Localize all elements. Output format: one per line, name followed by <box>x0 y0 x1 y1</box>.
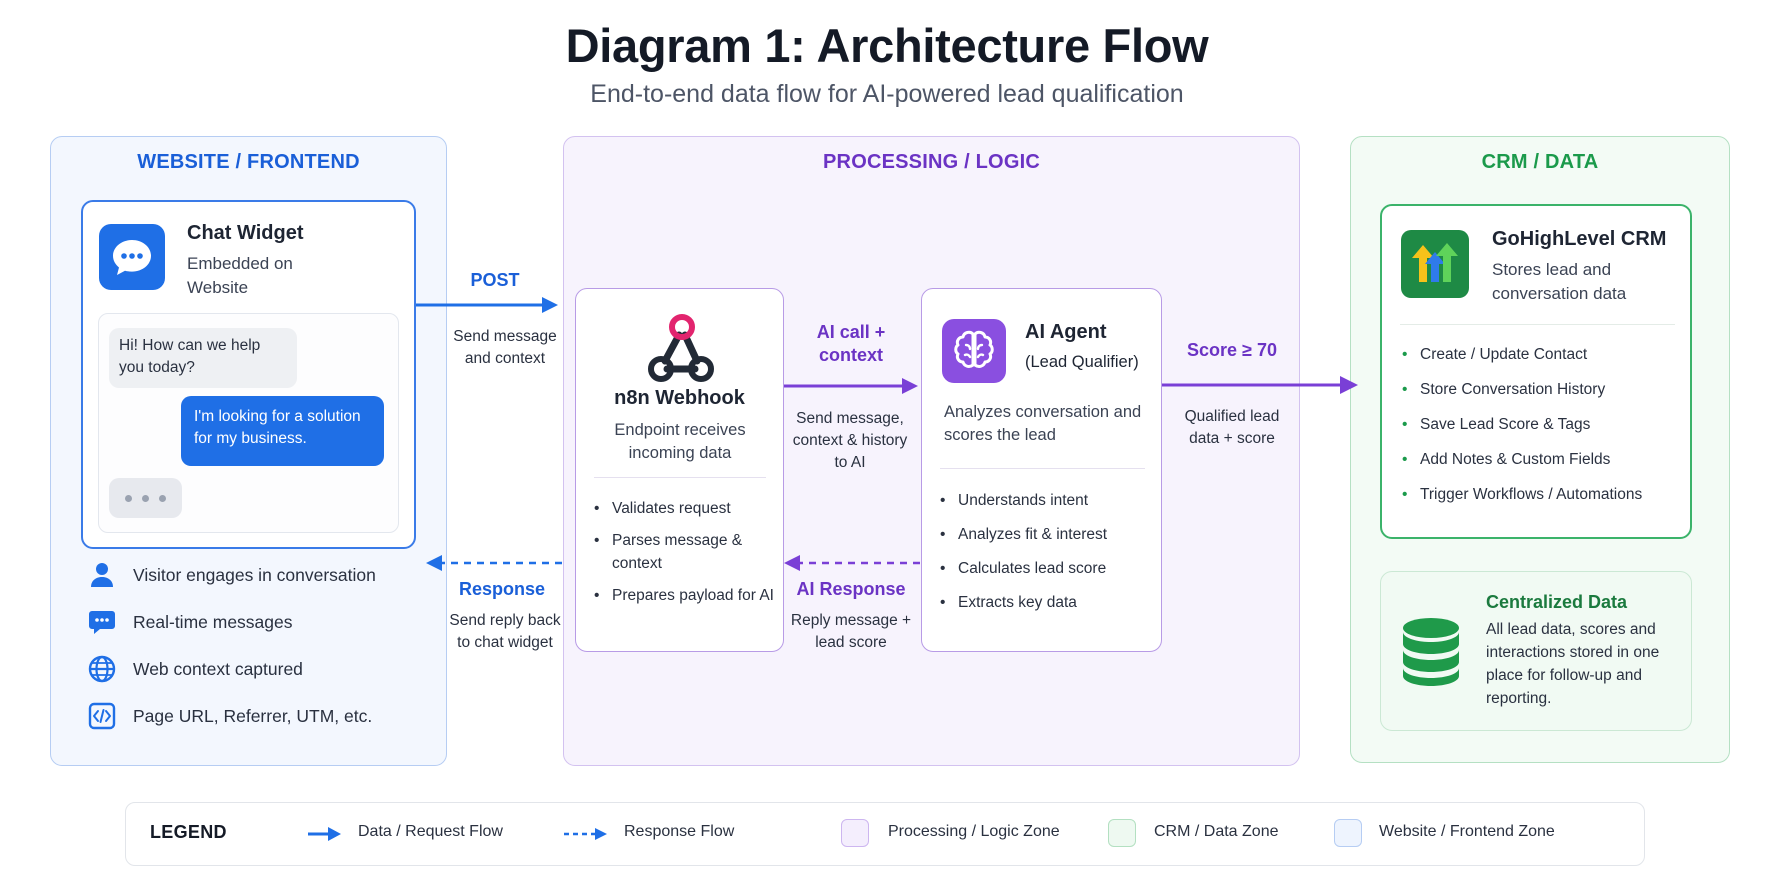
globe-icon <box>87 654 117 684</box>
incoming-message-bubble: Hi! How can we help you today? <box>109 328 297 388</box>
webhook-subtitle: Endpoint receives incoming data <box>614 421 746 462</box>
list-item: Create / Update Contact <box>1400 344 1685 366</box>
divider <box>594 477 766 478</box>
legend-solid-arrow-icon <box>308 827 341 841</box>
response-label: Response <box>458 579 546 599</box>
list-item: Understands intent <box>938 489 1153 512</box>
centralized-data-card: Centralized Data All lead data, scores a… <box>1380 571 1692 731</box>
brain-icon <box>942 319 1006 383</box>
legend-processing-swatch <box>841 819 869 847</box>
list-item: Validates request <box>592 497 778 520</box>
chat-bubble-icon <box>99 224 165 290</box>
outgoing-message-bubble: I'm looking for a solution for my busine… <box>181 396 384 466</box>
user-icon <box>87 560 117 590</box>
centralized-data-description: All lead data, scores and interactions s… <box>1486 621 1660 707</box>
crm-title: GoHighLevel CRM <box>1492 228 1667 250</box>
centralized-data-title: Centralized Data <box>1486 592 1628 612</box>
list-item: Add Notes & Custom Fields <box>1400 449 1685 471</box>
list-item: Analyzes fit & interest <box>938 523 1153 546</box>
ai-agent-description: Analyzes conversation and scores the lea… <box>944 403 1142 444</box>
ai-call-note: Send message, context & history to AI <box>792 410 908 471</box>
legend-title: LEGEND <box>150 822 227 842</box>
gohighlevel-crm-card: GoHighLevel CRM Stores lead and conversa… <box>1380 204 1692 539</box>
legend-frontend-swatch <box>1334 819 1362 847</box>
ai-agent-title: AI Agent <box>1025 321 1107 343</box>
chat-widget-card: Chat Widget Embedded on Website Hi! How … <box>81 200 416 549</box>
feature-label: Page URL, Referrer, UTM, etc. <box>133 705 373 726</box>
legend-crm-zone: CRM / Data Zone <box>1154 823 1279 840</box>
zone-title-processing: PROCESSING / LOGIC <box>823 151 1040 173</box>
score-label: Score ≥ 70 <box>1187 340 1277 360</box>
legend-request-flow: Data / Request Flow <box>358 823 503 840</box>
score-note: Qualified lead data + score <box>1184 408 1280 447</box>
zone-title-crm: CRM / DATA <box>1481 151 1599 173</box>
chat-window: Hi! How can we help you today? I'm looki… <box>98 313 399 533</box>
zone-title-frontend: WEBSITE / FRONTEND <box>137 151 360 173</box>
legend-dashed-arrow-icon <box>564 828 607 840</box>
divider <box>1400 324 1675 325</box>
diagram-subtitle: End-to-end data flow for AI-powered lead… <box>590 80 1184 108</box>
code-icon <box>87 701 117 731</box>
feature-page-url: Page URL, Referrer, UTM, etc. <box>87 701 372 731</box>
ai-agent-steps-list: Understands intent Analyzes fit & intere… <box>938 489 1153 625</box>
list-item: Parses message & context <box>592 529 778 575</box>
legend-response-flow: Response Flow <box>624 823 735 840</box>
divider <box>940 468 1145 469</box>
legend-frontend-zone: Website / Frontend Zone <box>1379 823 1555 840</box>
response-note: Send reply back to chat widget <box>449 612 561 651</box>
list-item: Trigger Workflows / Automations <box>1400 484 1685 506</box>
chat-widget-subtitle: Embedded on Website <box>187 254 293 297</box>
n8n-webhook-card: n8n Webhook Endpoint receives incoming d… <box>575 288 784 652</box>
ai-response-note: Reply message + lead score <box>790 612 912 651</box>
ai-agent-card: AI Agent (Lead Qualifier) Analyzes conve… <box>921 288 1162 652</box>
diagram-title: Diagram 1: Architecture Flow <box>565 19 1209 72</box>
post-note: Send message and context <box>453 328 557 367</box>
crm-subtitle: Stores lead and conversation data <box>1492 260 1627 303</box>
crm-actions-list: Create / Update Contact Store Conversati… <box>1400 344 1685 519</box>
list-item: Calculates lead score <box>938 557 1153 580</box>
webhook-title: n8n Webhook <box>614 387 745 409</box>
typing-indicator <box>109 478 182 518</box>
feature-visitor-engages: Visitor engages in conversation <box>87 560 376 590</box>
list-item: Store Conversation History <box>1400 379 1685 401</box>
legend-crm-swatch <box>1108 819 1136 847</box>
gohighlevel-logo-icon <box>1401 230 1469 298</box>
feature-label: Visitor engages in conversation <box>133 564 376 585</box>
ai-call-label: AI call + context <box>816 322 886 365</box>
list-item: Prepares payload for AI <box>592 584 778 607</box>
list-item: Extracts key data <box>938 591 1153 614</box>
feature-label: Web context captured <box>133 658 303 679</box>
ai-response-label: AI Response <box>796 579 906 599</box>
post-label: POST <box>470 270 520 290</box>
message-icon <box>87 607 117 637</box>
feature-realtime-messages: Real-time messages <box>87 607 293 637</box>
database-icon <box>1401 616 1461 688</box>
feature-web-context: Web context captured <box>87 654 303 684</box>
legend-processing-zone: Processing / Logic Zone <box>888 823 1060 840</box>
list-item: Save Lead Score & Tags <box>1400 414 1685 436</box>
webhook-steps-list: Validates request Parses message & conte… <box>592 497 778 616</box>
feature-label: Real-time messages <box>133 611 293 632</box>
ai-agent-subtitle: (Lead Qualifier) <box>1025 353 1139 371</box>
chat-widget-title: Chat Widget <box>187 222 304 244</box>
webhook-icon <box>639 309 723 389</box>
legend: LEGEND Data / Request Flow Response Flow… <box>125 802 1645 866</box>
